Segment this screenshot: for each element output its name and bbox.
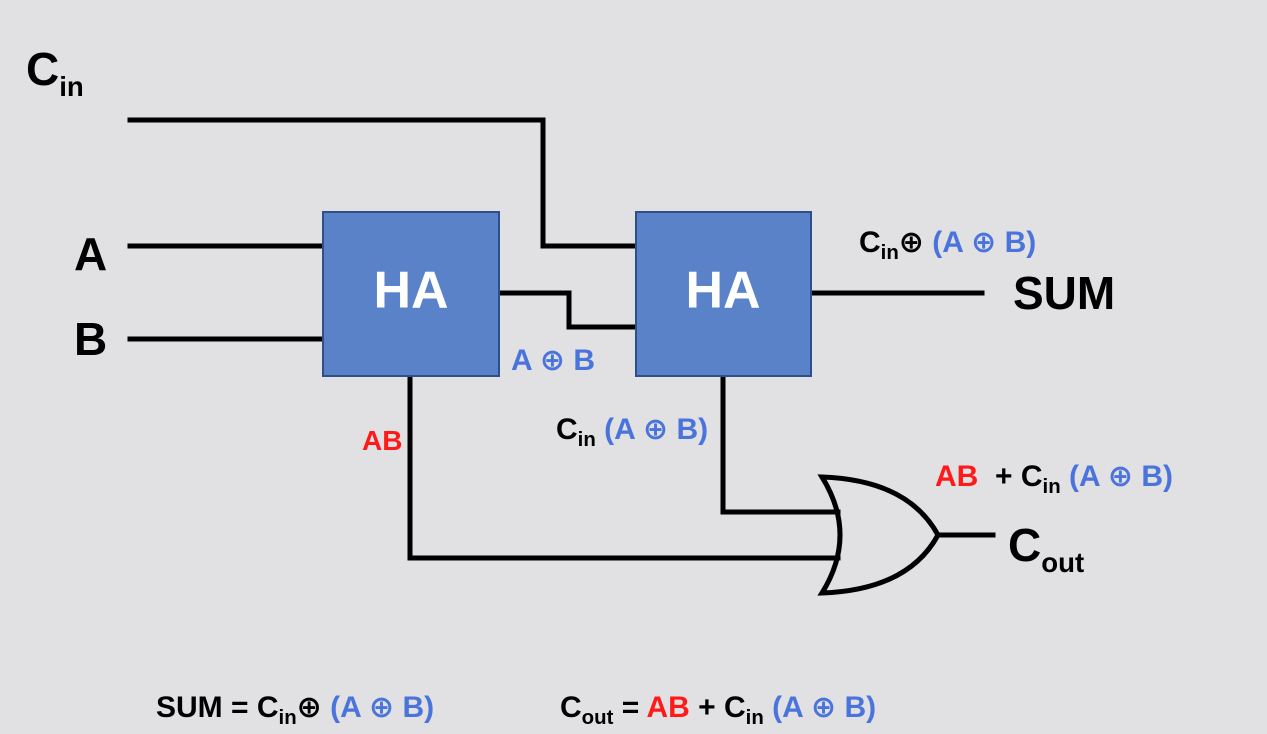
cin-input-label: Cin (26, 43, 84, 100)
ha2-carry-wire (720, 373, 841, 515)
cin-wire (127, 117, 639, 249)
b-input-label: B (74, 313, 108, 365)
half-adder-2-label: HA (685, 262, 760, 320)
or-gate (817, 474, 941, 596)
cout-equation: Cout = AB + Cin (A ⊕ B) (560, 691, 877, 730)
half-adder-1-label: HA (373, 262, 448, 320)
ab-label: AB (362, 425, 403, 456)
sum-output-label: SUM (1013, 267, 1116, 319)
a-xor-b-wire (496, 290, 639, 330)
cout-output-label: Cout (1008, 519, 1084, 576)
a-input-label: A (74, 228, 108, 280)
half-adder-1 (322, 211, 500, 377)
sum-expression-label: Cin⊕ (A ⊕ B) (859, 226, 1037, 265)
cin-letter: C (26, 43, 60, 95)
ab-wire (407, 373, 841, 561)
cout-subscript: out (1041, 547, 1085, 579)
a-xor-b-label: A ⊕ B (511, 344, 596, 377)
half-adder-2 (635, 211, 812, 377)
cin-subscript: in (59, 71, 84, 103)
or-output-expression-label: AB + Cin (A ⊕ B) (935, 460, 1174, 499)
ha2-carry-label: Cin (A ⊕ B) (556, 413, 709, 452)
sum-equation: SUM = Cin⊕ (A ⊕ B) (156, 691, 435, 730)
cout-letter: C (1008, 519, 1042, 571)
